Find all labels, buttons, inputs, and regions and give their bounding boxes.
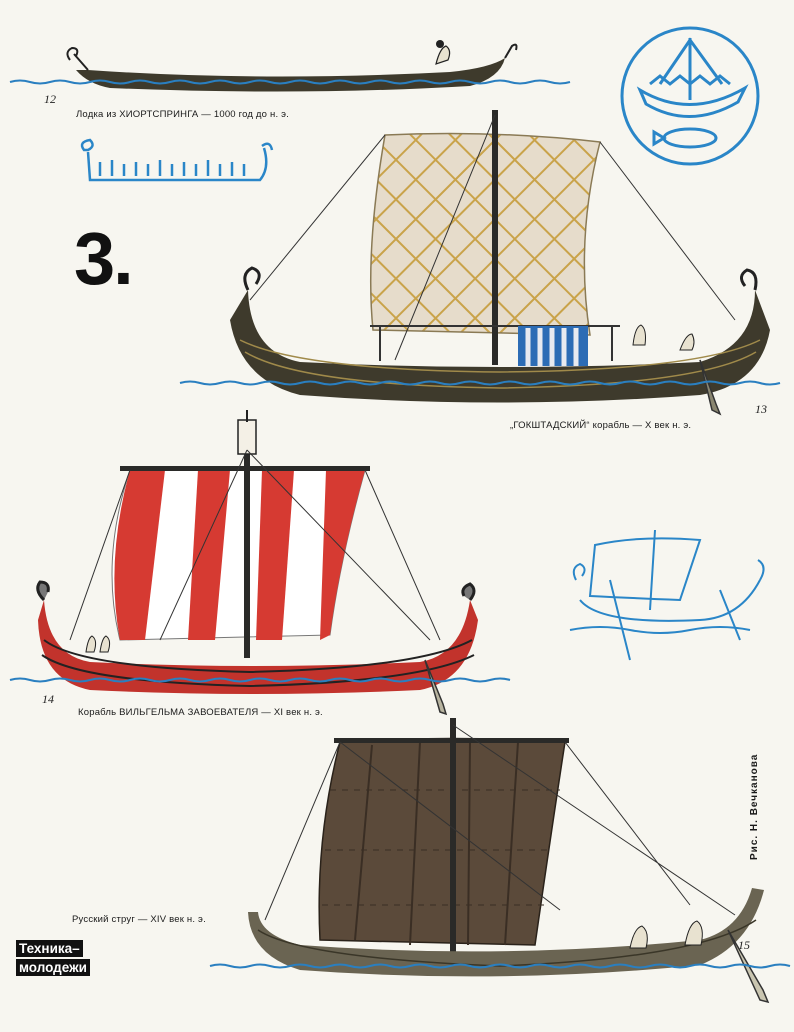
figure-number-12: 12 — [44, 92, 56, 106]
gokstad-ship — [230, 110, 770, 416]
figure-number-15: 15 — [738, 938, 750, 952]
sea-line-13 — [179, 380, 781, 386]
artist-credit: Рис. Н. Вечканова — [739, 735, 779, 860]
coin-sketch — [620, 26, 760, 166]
magazine-logo: Техника– молодежи — [16, 940, 114, 978]
caption-12: Лодка из ХИОРТСПРИНГА — 1000 год до н. э… — [76, 109, 290, 120]
section-number: 3. — [74, 217, 134, 300]
sea-line-14 — [9, 677, 511, 683]
ship-sketch — [569, 529, 765, 661]
caption-14: Корабль ВИЛЬГЕЛЬМА ЗАВОЕВАТЕЛЯ — XI век … — [78, 707, 323, 718]
figure-number-13: 13 — [755, 402, 767, 416]
artist-credit-text: Рис. Н. Вечканова — [749, 753, 760, 860]
hjortspring-boat — [66, 40, 518, 92]
logo-line-1: Техника– — [16, 940, 83, 957]
sea-line-15 — [209, 963, 791, 969]
sea-line-12 — [9, 79, 571, 85]
rock-carving-sketch — [80, 138, 274, 182]
figure-number-14: 14 — [42, 692, 54, 706]
caption-15: Русский струг — XIV век н. э. — [72, 914, 206, 925]
logo-line-2: молодежи — [16, 959, 90, 976]
russian-strug — [248, 718, 770, 1004]
william-ship — [36, 410, 478, 716]
caption-13: „ГОКШТАДСКИЙ“ корабль — X век н. э. — [510, 420, 692, 431]
